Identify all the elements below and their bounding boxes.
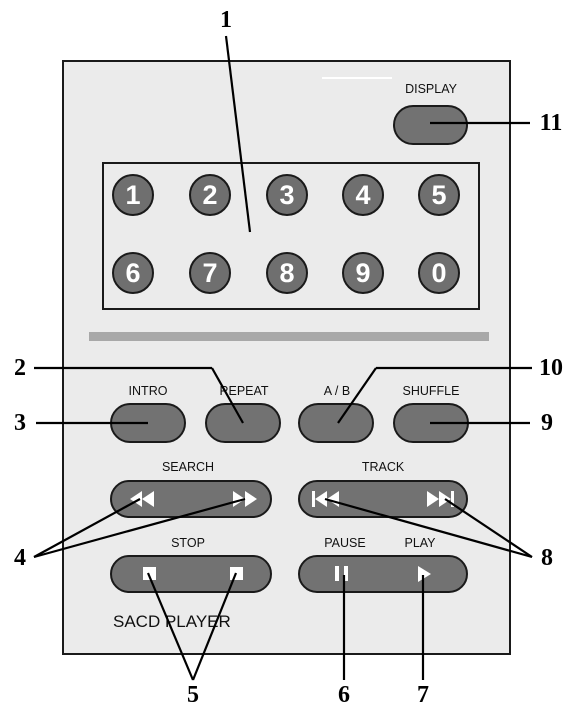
display-button[interactable] (393, 105, 468, 145)
display-label: DISPLAY (405, 82, 457, 96)
ab-label: A / B (323, 384, 351, 398)
search-label: SEARCH (161, 460, 215, 474)
callout-8: 8 (541, 545, 553, 571)
callout-lines (33, 35, 533, 681)
skip-next-icon (427, 491, 454, 507)
brand-label: SACD PLAYER (113, 612, 231, 631)
digit-3-button[interactable]: 3 (266, 174, 308, 216)
ab-button[interactable] (298, 403, 374, 443)
play-icon (418, 566, 431, 582)
callout-1: 1 (220, 7, 232, 33)
callout-7: 7 (417, 682, 429, 708)
digit-9-button[interactable]: 9 (342, 252, 384, 294)
pause-label: PAUSE (324, 536, 366, 550)
shuffle-label: SHUFFLE (402, 384, 460, 398)
digit-2-button[interactable]: 2 (189, 174, 231, 216)
callout-3: 3 (14, 410, 26, 436)
play-label: PLAY (404, 536, 436, 550)
pause-play-button[interactable] (298, 555, 468, 593)
digit-7-button[interactable]: 7 (189, 252, 231, 294)
track-label: TRACK (361, 460, 405, 474)
repeat-label: REPEAT (219, 384, 269, 398)
panel-accent-line (322, 77, 392, 79)
numeric-keypad (102, 162, 480, 310)
divider-bar (89, 332, 489, 341)
fast-forward-icon (233, 491, 257, 507)
callout-10: 10 (539, 355, 563, 381)
stop-button[interactable] (110, 555, 272, 593)
digit-5-button[interactable]: 5 (418, 174, 460, 216)
digit-0-button[interactable]: 0 (418, 252, 460, 294)
callout-5: 5 (187, 682, 199, 708)
callout-6: 6 (338, 682, 350, 708)
callout-9: 9 (541, 410, 553, 436)
digit-1-button[interactable]: 1 (112, 174, 154, 216)
callout-4: 4 (14, 545, 26, 571)
digit-8-button[interactable]: 8 (266, 252, 308, 294)
callout-2: 2 (14, 355, 26, 381)
pause-icon (335, 566, 348, 581)
stop-label: STOP (171, 536, 205, 550)
digit-6-button[interactable]: 6 (112, 252, 154, 294)
rewind-icon (130, 491, 154, 507)
digit-4-button[interactable]: 4 (342, 174, 384, 216)
callout-11: 11 (539, 110, 563, 136)
intro-label: INTRO (128, 384, 168, 398)
stop-icon (143, 567, 156, 580)
